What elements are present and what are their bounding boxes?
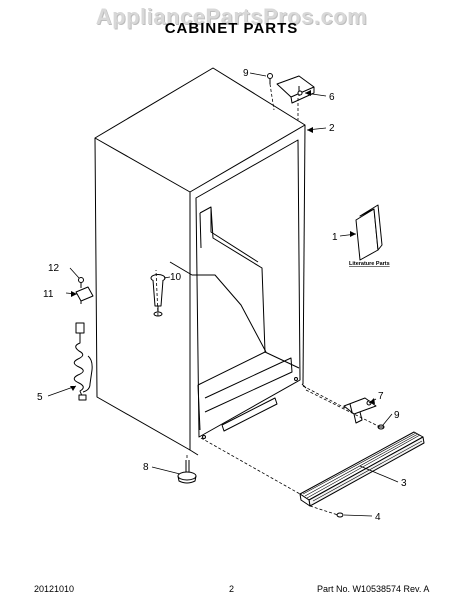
grille-screw [336,512,344,518]
callout-2: 2 [329,123,335,134]
bracket-screw [78,277,84,288]
bracket [75,286,94,304]
leveling-leg [177,460,197,484]
base-grille [299,431,425,507]
page-title: CABINET PARTS [164,20,299,37]
callout-7: 7 [378,391,384,402]
literature-parts-label: Literature Parts [349,261,390,267]
footer-date: 20121010 [34,584,75,594]
callout-10: 10 [170,272,182,283]
callout-4: 4 [375,512,381,523]
callout-1: 1 [332,232,338,243]
power-cord [73,322,93,401]
top-hinge [276,75,315,104]
callout-12: 12 [48,263,60,274]
assembly-lines [155,83,381,516]
footer-page-number: 2 [229,584,235,594]
callout-6: 6 [329,92,335,103]
callout-9-bottom: 9 [394,410,400,421]
watermark: AppliancePartsPros.com [95,4,368,29]
callout-3: 3 [401,478,407,489]
callout-8: 8 [143,462,149,473]
callout-11: 11 [43,289,54,300]
hinge-screw-bottom [377,424,385,430]
cabinet [94,67,307,456]
footer-part-number: Part No. W10538574 Rev. A [317,584,430,594]
callout-5: 5 [37,392,43,403]
drain-tube [150,274,166,317]
hinge-screw-top [267,73,273,84]
literature-booklet [355,204,383,261]
callout-9-top: 9 [243,68,249,79]
